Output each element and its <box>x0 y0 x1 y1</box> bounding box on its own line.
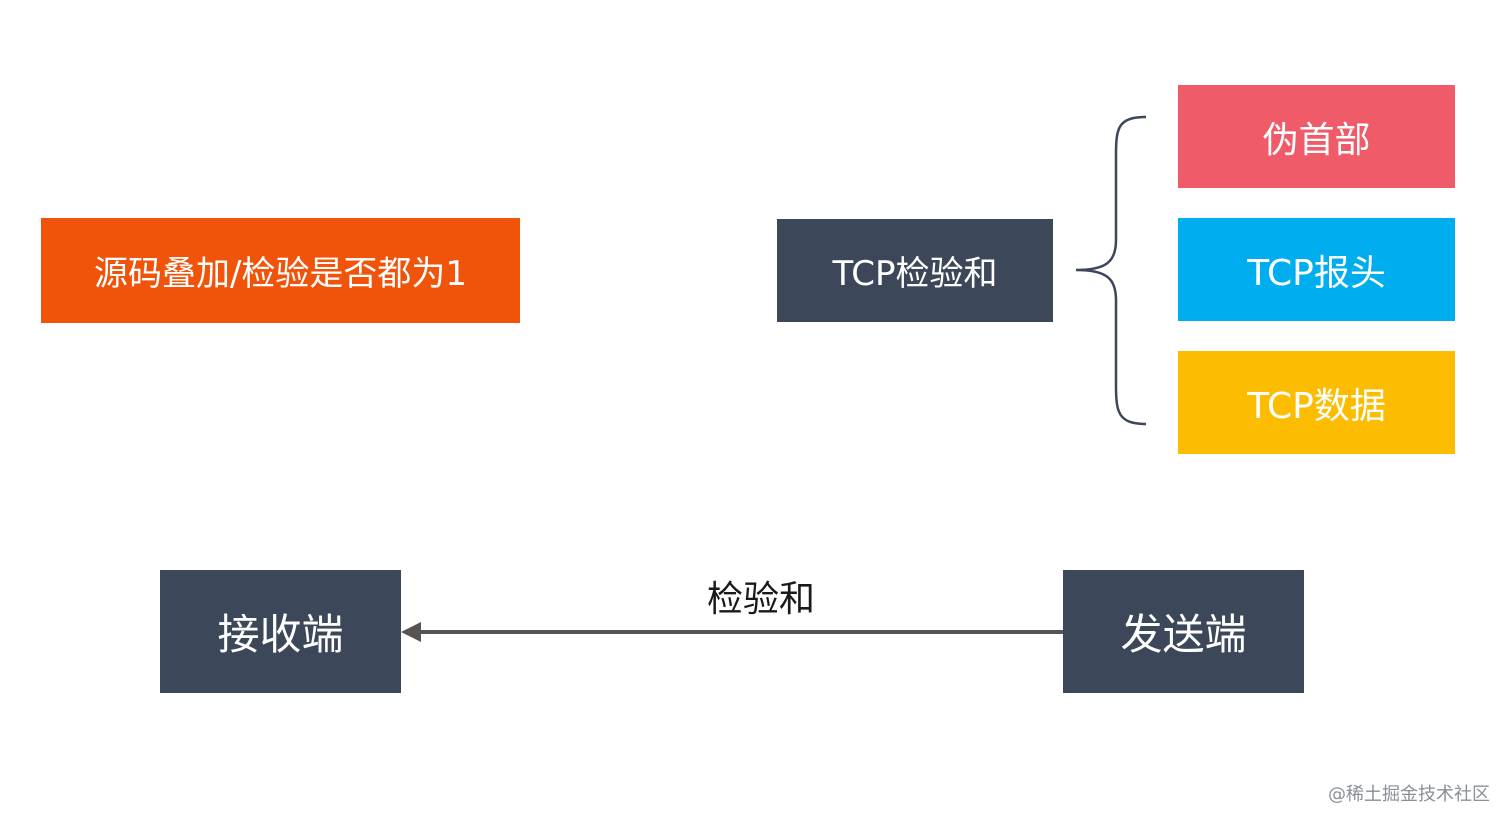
sender-label: 发送端 <box>1120 610 1247 659</box>
tcp-header-label: TCP报头 <box>1247 252 1386 294</box>
pseudo-header-box: 伪首部 <box>1178 85 1455 188</box>
arrow-head-left-icon <box>401 622 421 642</box>
arrow-label: 检验和 <box>706 579 815 620</box>
grouping-brace <box>1075 115 1147 426</box>
watermark: @稀土掘金技术社区 <box>1328 784 1490 805</box>
tcp-header-box: TCP报头 <box>1178 218 1455 321</box>
verify-rule-box: 源码叠加/检验是否都为1 <box>41 218 520 323</box>
receiver-label: 接收端 <box>217 610 344 659</box>
sender-box: 发送端 <box>1063 570 1304 693</box>
tcp-data-label: TCP数据 <box>1247 385 1386 427</box>
pseudo-header-label: 伪首部 <box>1262 119 1371 161</box>
tcp-checksum-label: TCP检验和 <box>832 254 998 294</box>
verify-rule-label: 源码叠加/检验是否都为1 <box>93 254 468 294</box>
receiver-box: 接收端 <box>160 570 401 693</box>
tcp-checksum-box: TCP检验和 <box>777 219 1053 322</box>
tcp-data-box: TCP数据 <box>1178 351 1455 454</box>
